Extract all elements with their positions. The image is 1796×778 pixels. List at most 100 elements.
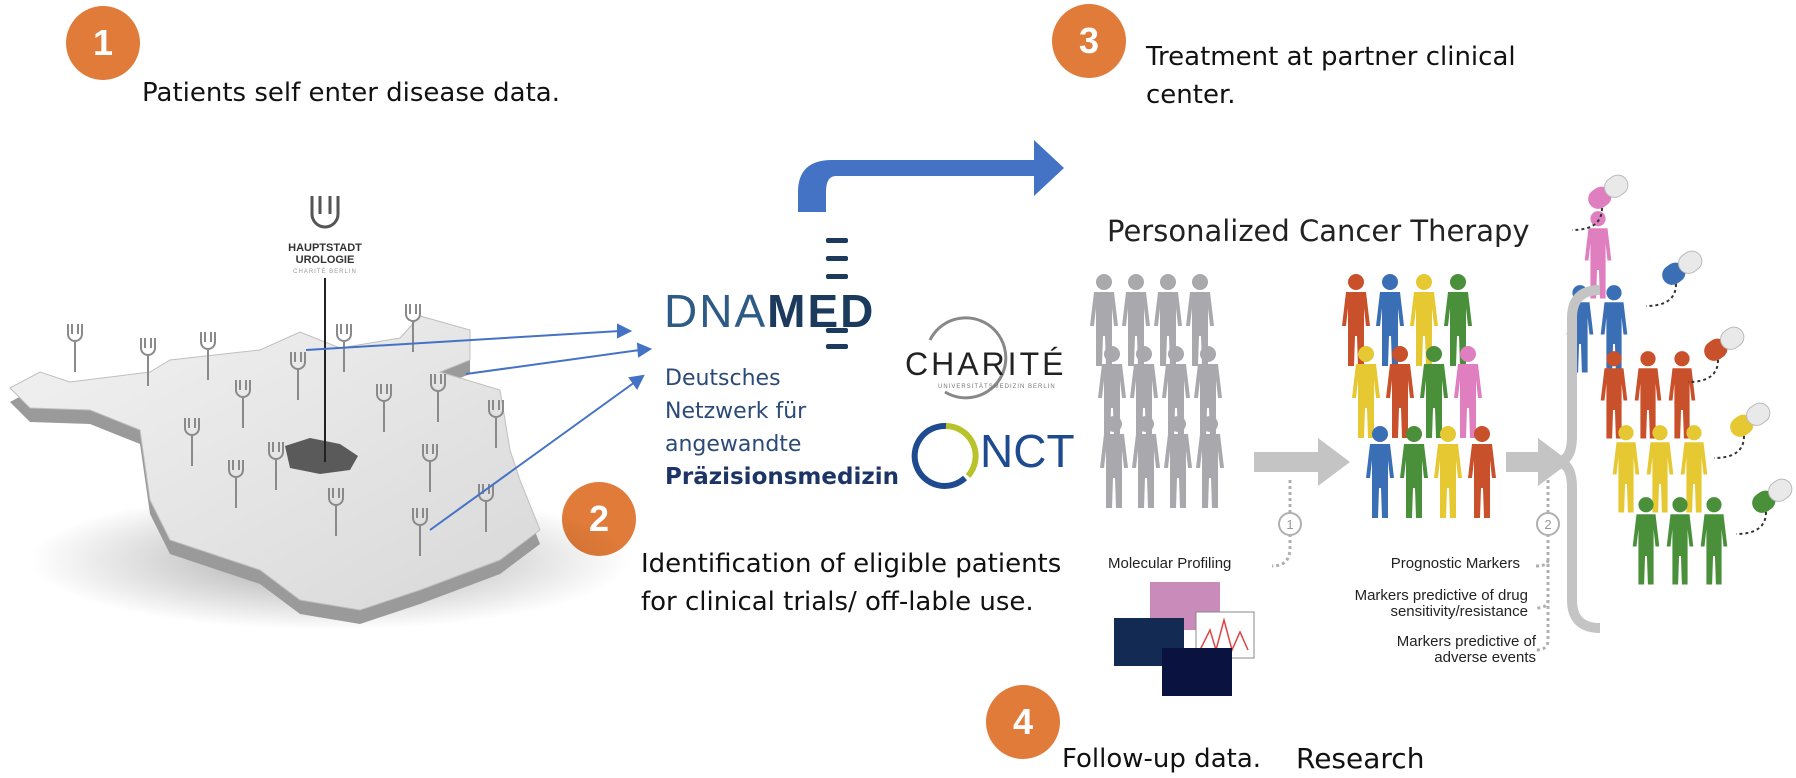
dose-arrow bbox=[1687, 359, 1719, 383]
person-figure bbox=[1668, 351, 1696, 439]
arrow-1 bbox=[1254, 438, 1350, 486]
stratification-arrows bbox=[1254, 438, 1570, 486]
pin-icon bbox=[184, 418, 200, 466]
research-text: Research bbox=[1296, 742, 1425, 775]
step-3-number: 3 bbox=[1078, 20, 1100, 61]
person-figure bbox=[1420, 346, 1448, 438]
dnamed-line1: Deutsches bbox=[665, 366, 781, 391]
capsule-icon bbox=[1588, 174, 1629, 209]
pin-icon bbox=[328, 488, 344, 536]
therapy-title: Personalized Cancer Therapy bbox=[1107, 214, 1530, 248]
step-1-number: 1 bbox=[92, 22, 114, 63]
pin-icon bbox=[405, 304, 421, 352]
person-figure bbox=[1400, 426, 1428, 518]
dnamed-med: MED bbox=[767, 285, 876, 337]
pin-icon bbox=[235, 380, 251, 428]
person-figure bbox=[1600, 351, 1628, 439]
grey-population bbox=[1090, 274, 1224, 508]
person-figure bbox=[1634, 351, 1662, 439]
person-figure bbox=[1434, 426, 1462, 518]
prognostic-markers-label: Prognostic Markers bbox=[1390, 555, 1520, 572]
nct-logo-icon bbox=[911, 422, 979, 489]
pin-icon bbox=[67, 324, 83, 372]
sequencing-trace-line bbox=[1199, 617, 1249, 653]
molecular-profiling-label: Molecular Profiling bbox=[1108, 555, 1232, 572]
pin-icon bbox=[200, 332, 216, 380]
person-figure bbox=[1700, 497, 1728, 585]
pin-icon bbox=[412, 508, 428, 556]
step-3-badge: 3 bbox=[1052, 4, 1126, 78]
step-1-text: Patients self enter disease data. bbox=[142, 78, 560, 108]
pin-icon bbox=[422, 444, 438, 492]
step-2-text-line2: for clinical trials/ off-lable use. bbox=[641, 587, 1034, 617]
dnamed-logo-bars bbox=[826, 238, 848, 349]
pin-icon bbox=[268, 442, 284, 490]
hauptstadt-line1: HAUPTSTADT bbox=[288, 242, 362, 254]
predictive-drug-line1: Markers predictive of drug bbox=[1354, 587, 1528, 604]
predictive-adverse-label: Markers predictive of adverse events bbox=[1300, 634, 1536, 666]
step-1-badge: 1 bbox=[66, 6, 140, 80]
berlin-area bbox=[285, 438, 358, 474]
dose-arrow bbox=[1735, 511, 1767, 535]
arrow-2 bbox=[1506, 438, 1570, 486]
charite-logo-text: CHARITÉ bbox=[905, 346, 1067, 382]
fluorescence-image bbox=[1162, 648, 1232, 696]
step-4-text: Follow-up data. bbox=[1062, 744, 1262, 774]
hauptstadt-line3: CHARITÉ BERLIN bbox=[293, 269, 357, 275]
hauptstadt-line2: UROLOGIE bbox=[295, 254, 355, 266]
step-2-text: Identification of eligible patients for … bbox=[641, 545, 1061, 621]
dotted-connectors bbox=[1271, 480, 1550, 652]
capsule-icon bbox=[1752, 478, 1793, 513]
person-figure bbox=[1454, 346, 1482, 438]
pin-icon bbox=[140, 338, 156, 386]
marker-2-label: 2 bbox=[1544, 517, 1551, 532]
step-3-text-line1: Treatment at partner clinical bbox=[1146, 42, 1516, 72]
pin-icon bbox=[430, 374, 446, 422]
pin-icon bbox=[290, 352, 306, 400]
pin-icon bbox=[376, 384, 392, 432]
capsule-icon bbox=[1704, 326, 1745, 361]
predictive-drug-line2: sensitivity/resistance bbox=[1390, 603, 1528, 620]
nct-logo-text: NCT bbox=[980, 425, 1075, 477]
stratified-population bbox=[1342, 274, 1496, 518]
dnamed-wordmark: DNAMED bbox=[664, 284, 875, 338]
dose-arrow bbox=[1645, 283, 1677, 307]
step-3-text-line2: center. bbox=[1146, 80, 1236, 110]
dnamed-line3: angewandte bbox=[665, 432, 802, 457]
dnamed-line4: Präzisionsmedizin bbox=[665, 464, 899, 490]
predictive-adverse-line2: adverse events bbox=[1434, 649, 1536, 666]
person-figure bbox=[1386, 346, 1414, 438]
step-2-text-line1: Identification of eligible patients bbox=[641, 549, 1062, 579]
dnamed-dna: DNA bbox=[664, 285, 768, 337]
pin-icon bbox=[488, 400, 504, 448]
charite-swoosh bbox=[928, 316, 1008, 400]
step-4-number: 4 bbox=[1012, 701, 1034, 742]
drug-capsules bbox=[1571, 174, 1793, 535]
step-4-badge: 4 bbox=[986, 685, 1060, 759]
capsule-icon bbox=[1662, 250, 1703, 285]
map-to-network-arrows bbox=[305, 323, 653, 531]
marker-1-circle bbox=[1278, 512, 1302, 536]
charite-logo-subtext: UNIVERSITÄTSMEDIZIN BERLIN bbox=[938, 384, 1056, 390]
person-figure bbox=[1468, 426, 1496, 518]
marker-1-label: 1 bbox=[1286, 517, 1293, 532]
dnamed-line2: Netzwerk für bbox=[665, 399, 807, 424]
treatment-groups bbox=[1566, 211, 1728, 585]
grouping-brace bbox=[1555, 285, 1601, 633]
hauptstadt-logo-text: HAUPTSTADT UROLOGIE CHARITÉ BERLIN bbox=[270, 242, 380, 278]
predictive-drug-label: Markers predictive of drug sensitivity/r… bbox=[1300, 588, 1528, 620]
dose-arrow bbox=[1571, 207, 1603, 231]
hospital-pins bbox=[67, 304, 504, 556]
person-figure bbox=[1366, 426, 1394, 518]
treatment-arrow bbox=[798, 140, 1064, 212]
pin-icon bbox=[228, 460, 244, 508]
hauptstadt-logo-icon bbox=[310, 196, 340, 229]
marker-2-circle bbox=[1536, 512, 1560, 536]
capsule-icon bbox=[1730, 402, 1771, 437]
person-figure bbox=[1352, 346, 1380, 438]
predictive-adverse-line1: Markers predictive of bbox=[1396, 633, 1536, 650]
dose-arrow bbox=[1713, 435, 1745, 459]
step-3-text: Treatment at partner clinical center. bbox=[1146, 38, 1516, 114]
